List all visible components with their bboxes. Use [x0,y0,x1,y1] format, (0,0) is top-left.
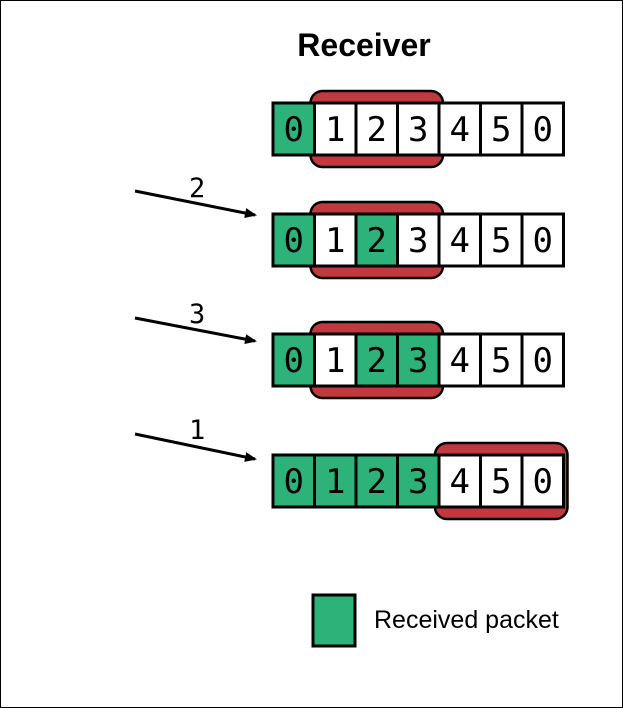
diagram-title: Receiver [297,27,431,63]
sequence-cell [479,453,524,509]
sequence-number-label: 1 [325,221,345,261]
arrow-packet-label: 3 [189,299,205,330]
sequence-number-label: 2 [367,462,387,502]
sequence-number-label: 2 [367,341,387,381]
arrow-packet-label: 1 [189,415,205,446]
sequence-cell [354,453,399,509]
sequence-cell [271,101,316,157]
legend-swatch [311,593,357,648]
sequence-cell [437,453,482,509]
legend-label: Received packet [374,606,559,634]
sequence-number-label: 3 [408,462,428,502]
sequence-number-label: 3 [408,221,428,261]
sequence-cell [396,332,441,388]
sequence-number-label: 0 [284,110,304,150]
sequence-cell [479,101,524,157]
sequence-cell [479,332,524,388]
sequence-number-label: 0 [284,341,304,381]
sequence-number-label: 1 [325,462,345,502]
sequence-number-label: 4 [450,110,470,150]
sequence-number-label: 0 [533,221,553,261]
incoming-packet-arrow [134,189,257,218]
sequence-number-label: 1 [325,110,345,150]
sequence-number-label: 0 [533,462,553,502]
sequence-number-label: 5 [491,221,511,261]
sequence-cell [396,212,441,268]
sequence-number-label: 5 [491,462,511,502]
sequence-number-label: 0 [533,341,553,381]
sequence-number-label: 0 [284,221,304,261]
sequence-cell [437,101,482,157]
sequence-cell [520,212,565,268]
sequence-cell [396,453,441,509]
arrow-packet-label: 2 [189,173,205,204]
sequence-number-label: 4 [450,462,470,502]
sequence-cell [479,212,524,268]
sequence-number-label: 0 [284,462,304,502]
sequence-number-label: 2 [367,221,387,261]
sequence-cell [520,453,565,509]
sequence-cell [520,332,565,388]
sequence-number-label: 3 [408,110,428,150]
legend: Received packet [311,593,559,648]
sequence-number-label: 0 [533,110,553,150]
sequence-number-label: 1 [325,341,345,381]
sequence-number-label: 2 [367,110,387,150]
sequence-cell [313,212,358,268]
sequence-number-label: 5 [491,110,511,150]
sequence-cell [313,332,358,388]
sequence-cell [520,101,565,157]
sequence-number-label: 4 [450,221,470,261]
sequence-cell [271,453,316,509]
sequence-number-label: 4 [450,341,470,381]
sequence-number-label: 5 [491,341,511,381]
incoming-packet-arrow [134,432,257,462]
sequence-cell [354,212,399,268]
incoming-packet-arrow [134,316,257,345]
sequence-number-label: 3 [408,341,428,381]
sequence-cell [354,332,399,388]
sequence-cell [396,101,441,157]
